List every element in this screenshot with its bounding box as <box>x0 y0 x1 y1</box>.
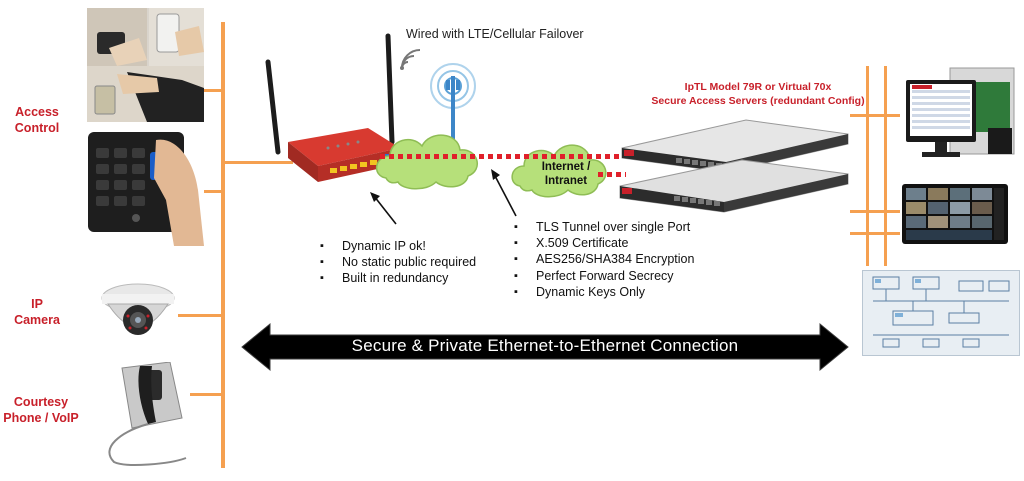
tunnel-feature: X.509 Certificate <box>510 235 694 251</box>
router-feature: No static public required <box>316 254 476 270</box>
cloud-left <box>372 126 484 192</box>
connection-banner-arrow <box>240 322 850 372</box>
tunnel-feature: TLS Tunnel over single Port <box>510 219 694 235</box>
cloud-label: Internet / Intranet <box>541 161 591 187</box>
right-network-bus <box>884 66 887 266</box>
card-reader-photo <box>87 8 204 122</box>
secure-tunnel-line-branch <box>598 172 626 177</box>
router-feature: Built in redundancy <box>316 270 476 286</box>
tunnel-feature: Perfect Forward Secrecy <box>510 268 694 284</box>
courtesy-phone-label: Courtesy Phone / VoIP <box>3 395 79 425</box>
tunnel-feature: Dynamic Keys Only <box>510 284 694 300</box>
video-monitor-icon <box>900 182 1010 248</box>
tunnel-feature: AES256/SHA384 Encryption <box>510 251 694 267</box>
bus-branch <box>178 314 223 317</box>
dome-camera-icon <box>98 278 178 348</box>
cell-tower-icon <box>428 62 478 144</box>
left-network-bus <box>221 22 225 468</box>
bus-branch <box>850 232 900 235</box>
router-feature: Dynamic IP ok! <box>316 238 476 254</box>
server-title: IpTL Model 79R or Virtual 70x Secure Acc… <box>651 81 865 107</box>
bus-branch <box>850 210 900 213</box>
bus-branch <box>203 89 223 92</box>
courtesy-phone-icon <box>100 361 192 468</box>
ip-camera-label: IP Camera <box>14 297 60 327</box>
secure-access-server-icon <box>616 114 852 230</box>
bus-branch <box>203 190 223 193</box>
wireless-label: Wired with LTE/Cellular Failover <box>406 27 584 41</box>
keypad-fingerprint-photo <box>86 130 204 246</box>
access-control-label: Access Control <box>14 105 60 135</box>
wifi-signal-icon <box>396 44 426 74</box>
access-control-monitor-icon <box>902 62 1020 166</box>
connection-banner-label: Secure & Private Ethernet-to-Ethernet Co… <box>351 336 739 355</box>
bus-branch <box>850 114 900 117</box>
bus-branch <box>223 161 293 164</box>
tunnel-features-list: TLS Tunnel over single Port X.509 Certif… <box>510 219 694 300</box>
bus-branch <box>190 393 223 396</box>
tunnel-pointer-arrow <box>488 166 522 218</box>
network-diagram-thumbnail <box>862 270 1020 356</box>
right-network-bus <box>866 66 869 266</box>
router-features-list: Dynamic IP ok! No static public required… <box>316 238 476 287</box>
secure-tunnel-line <box>380 154 620 159</box>
router-pointer-arrow <box>364 188 404 228</box>
